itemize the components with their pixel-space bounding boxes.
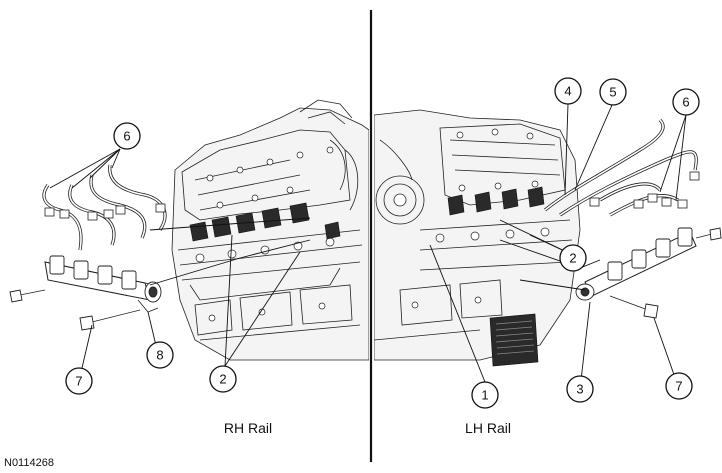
lh-module bbox=[489, 313, 539, 367]
svg-text:7: 7 bbox=[675, 379, 682, 394]
svg-text:1: 1 bbox=[481, 388, 488, 403]
svg-text:2: 2 bbox=[219, 372, 226, 387]
callout-lh-1: 1 bbox=[471, 381, 499, 409]
callout-rh-2: 2 bbox=[209, 365, 237, 393]
svg-text:4: 4 bbox=[564, 84, 571, 99]
lh-bolt-upper bbox=[695, 227, 722, 241]
svg-text:6: 6 bbox=[123, 129, 130, 144]
svg-text:7: 7 bbox=[75, 374, 82, 389]
rh-bolt-lower bbox=[79, 309, 141, 331]
callout-lh-4: 4 bbox=[554, 77, 582, 105]
callout-lh-7: 7 bbox=[665, 372, 693, 400]
rh-fuel-rail-assembly bbox=[9, 164, 311, 331]
lh-bolt-lower bbox=[609, 295, 659, 319]
lh-engine-illustration bbox=[374, 109, 581, 367]
callout-lh-5: 5 bbox=[599, 78, 627, 106]
svg-text:2: 2 bbox=[569, 251, 576, 266]
rh-rail-label: RH Rail bbox=[224, 420, 272, 436]
svg-text:5: 5 bbox=[609, 85, 616, 100]
svg-text:8: 8 bbox=[156, 348, 163, 363]
callout-lh-2: 2 bbox=[559, 244, 587, 272]
lh-rail-label: LH Rail bbox=[465, 420, 511, 436]
svg-text:6: 6 bbox=[682, 95, 689, 110]
callout-rh-7: 7 bbox=[65, 367, 93, 395]
callout-rh-8: 8 bbox=[146, 341, 174, 369]
callout-lh-3: 3 bbox=[566, 375, 594, 403]
figure-id: N0114268 bbox=[4, 457, 54, 469]
svg-text:3: 3 bbox=[576, 382, 583, 397]
callout-rh-6: 6 bbox=[113, 122, 141, 150]
rh-bolt-left bbox=[9, 289, 46, 303]
lh-fuel-rail-assembly bbox=[499, 118, 722, 319]
rh-engine-illustration bbox=[171, 99, 369, 361]
callout-lh-6: 6 bbox=[672, 88, 700, 116]
